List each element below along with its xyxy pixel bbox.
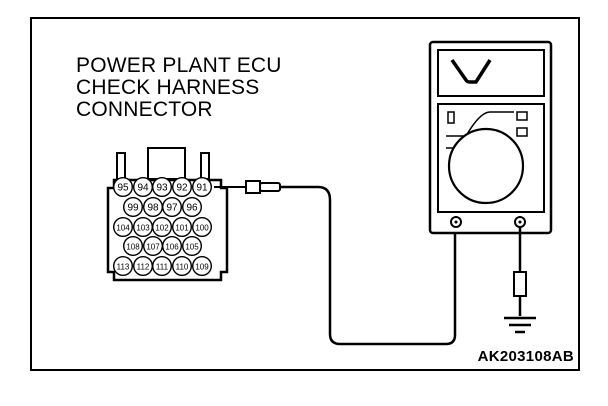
harness-plug [214, 180, 281, 194]
pin-label: 98 [147, 203, 159, 214]
pin-circle [161, 235, 182, 256]
pin-label: 110 [176, 263, 189, 272]
pin-label: 99 [127, 203, 139, 214]
pin-circle [191, 256, 212, 277]
pin-label: 103 [136, 224, 150, 233]
pin-label: 101 [175, 224, 189, 233]
pin-label: 95 [117, 183, 129, 194]
pin-circle [122, 235, 143, 256]
pin-label: 91 [196, 183, 208, 194]
pin-circle [171, 176, 192, 197]
pin-label: 113 [117, 263, 130, 272]
pin-label: 106 [165, 243, 179, 252]
pin-label: 93 [156, 183, 168, 194]
pin-label: 97 [166, 203, 178, 214]
ground-lead [504, 227, 536, 334]
caption-line-1: POWER PLANT ECU [76, 54, 282, 77]
pin-circle [181, 196, 202, 217]
pin-circle [161, 196, 182, 217]
multimeter [428, 40, 553, 235]
connector-caption: POWER PLANT ECU CHECK HARNESS CONNECTOR [76, 55, 282, 121]
caption-line-2: CHECK HARNESS [76, 76, 260, 99]
pin-circle [191, 176, 212, 197]
test-lead-red [280, 185, 457, 346]
pin-circle [112, 176, 133, 197]
pin-circle [171, 256, 192, 277]
pin-label: 111 [156, 263, 169, 272]
pin-label: 105 [185, 243, 199, 252]
pin-label: 104 [116, 224, 130, 233]
caption-line-3: CONNECTOR [76, 98, 213, 121]
pin-circle [112, 256, 133, 277]
figure-code: AK203108AB [477, 348, 574, 365]
pin-label: 109 [195, 263, 209, 272]
pin-circle [151, 176, 172, 197]
pin-circle [181, 235, 202, 256]
pin-label: 96 [186, 203, 198, 214]
pin-circle [122, 196, 143, 217]
pin-circle [171, 216, 192, 237]
pin-label: 100 [195, 224, 209, 233]
pin-label: 102 [155, 224, 169, 233]
pin-circle [191, 216, 212, 237]
pin-circle [151, 216, 172, 237]
pin-label: 112 [137, 263, 150, 272]
pin-label: 94 [137, 183, 149, 194]
pin-circle [151, 256, 172, 277]
pin-label: 107 [146, 243, 160, 252]
pin-label: 108 [126, 243, 140, 252]
pin-circle [112, 216, 133, 237]
connector-pins: 95 94 93 92 91 99 98 97 96 104 103 102 101 100 108 107 1… [112, 176, 212, 277]
pin-label: 92 [176, 183, 188, 194]
